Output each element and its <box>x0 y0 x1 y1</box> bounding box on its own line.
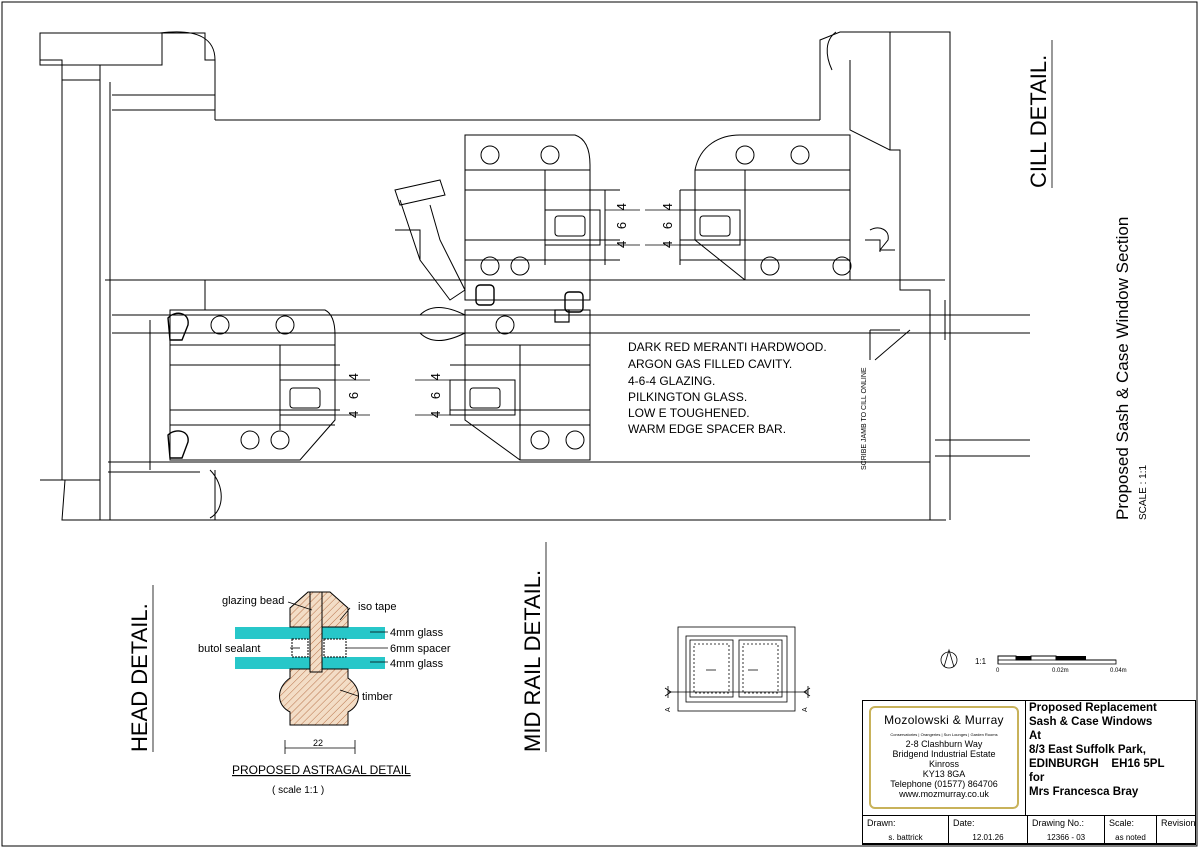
date-label: Date: <box>953 818 975 828</box>
spec-note: WARM EDGE SPACER BAR. <box>628 422 786 436</box>
scale-tick-0: 0 <box>996 668 1000 674</box>
label-glass-top: 4mm glass <box>390 627 444 639</box>
label-glass-bottom: 4mm glass <box>390 658 444 670</box>
glazing-dimension-marks <box>335 209 680 416</box>
scale-tick-004: 0.04m <box>1110 668 1127 674</box>
label-spacer: 6mm spacer <box>390 643 451 655</box>
key-plan <box>664 626 811 712</box>
label-iso-tape: iso tape <box>358 601 397 613</box>
drawn-cell: Drawn: s. battrick <box>862 815 949 845</box>
project-line: EDINBURGH EH16 5PL <box>1029 758 1165 770</box>
project-line: Sash & Case Windows <box>1029 716 1153 728</box>
north-arrow-icon <box>940 651 958 669</box>
timber-section <box>279 668 359 726</box>
window-section-drawing <box>39 31 1030 521</box>
company-address-1: 2-8 Clashburn Way <box>905 739 983 749</box>
company-address-3: Kinross <box>928 759 959 769</box>
project-panel: Proposed Replacement Sash & Case Windows… <box>1029 701 1194 815</box>
drawing-number-label: Drawing No.: <box>1032 818 1085 828</box>
revision-cell: Revision <box>1156 815 1196 845</box>
spec-notes: DARK RED MERANTI HARDWOOD. ARGON GAS FIL… <box>628 340 827 436</box>
company-address-4: KY13 8GA <box>922 769 966 779</box>
astragal-scale: ( scale 1:1 ) <box>272 785 324 796</box>
section-scale: SCALE : 1:1 <box>1138 465 1149 520</box>
section-marker-left: A <box>665 707 672 712</box>
spec-note: ARGON GAS FILLED CAVITY. <box>628 357 792 371</box>
drawn-label: Drawn: <box>867 818 896 828</box>
drawing-number-cell: Drawing No.: 12366 - 03 <box>1027 815 1105 845</box>
scale-bar: 1:1 0 0.02m 0.04m <box>940 648 1127 674</box>
project-line: Proposed Replacement <box>1029 702 1157 714</box>
project-line: 8/3 East Suffolk Park, <box>1029 744 1146 756</box>
company-panel: Mozolowski & Murray Conservatories | Ora… <box>863 701 1026 815</box>
mid-rail-detail-title: MID RAIL DETAIL. <box>520 570 545 752</box>
section-marker-right: A <box>802 707 809 712</box>
dim-464-upper-right: 4 6 4 <box>660 199 675 248</box>
revision-label: Revision <box>1161 818 1196 828</box>
scale-cell: Scale: as noted <box>1104 815 1157 845</box>
section-title: Proposed Sash & Case Window Section <box>1113 217 1132 520</box>
spec-note: PILKINGTON GLASS. <box>628 390 747 404</box>
spec-note: 4-6-4 GLAZING. <box>628 374 715 388</box>
date-value: 12.01.26 <box>972 833 1004 842</box>
date-cell: Date: 12.01.26 <box>948 815 1028 845</box>
company-telephone: Telephone (01577) 864706 <box>890 779 998 789</box>
scale-value: as noted <box>1115 833 1146 842</box>
glazing-dimension-labels: 4 6 4 4 6 4 4 6 4 4 6 4 <box>346 199 675 418</box>
head-detail-title: HEAD DETAIL. <box>127 603 152 752</box>
dim-464-upper-middle: 4 6 4 <box>614 199 629 248</box>
project-line: for <box>1029 772 1045 784</box>
astragal-title: PROPOSED ASTRAGAL DETAIL <box>232 763 411 777</box>
company-address-2: Bridgend Industrial Estate <box>892 749 996 759</box>
scribe-note: SCRIBE JAMB TO CILL ONLINE <box>861 367 868 470</box>
project-line: Mrs Francesca Bray <box>1029 786 1139 798</box>
label-timber: timber <box>362 691 393 703</box>
astragal-width-dim: 22 <box>313 738 323 748</box>
spec-note: LOW E TOUGHENED. <box>628 406 750 420</box>
project-line: At <box>1029 730 1042 742</box>
drawing-number-value: 12366 - 03 <box>1046 833 1086 842</box>
label-butol: butol sealant <box>198 643 260 655</box>
spec-note: DARK RED MERANTI HARDWOOD. <box>628 340 827 354</box>
company-logo <box>869 706 1019 809</box>
dim-464-lower-left: 4 6 4 <box>346 369 361 418</box>
drawn-value: s. battrick <box>888 833 923 842</box>
scale-label: Scale: <box>1109 818 1135 828</box>
label-glazing-bead: glazing bead <box>222 595 284 607</box>
astragal-core <box>309 591 323 673</box>
scale-tick-002: 0.02m <box>1052 668 1069 674</box>
cill-detail-title: CILL DETAIL. <box>1026 55 1051 188</box>
dim-464-lower-middle: 4 6 4 <box>428 369 443 418</box>
scale-ratio: 1:1 <box>975 657 987 666</box>
company-tagline: Conservatories | Orangeries | Sun Lounge… <box>890 732 998 737</box>
company-web: www.mozmurray.co.uk <box>899 789 989 799</box>
astragal-detail: glazing bead iso tape 4mm glass butol se… <box>198 591 451 796</box>
title-block: Mozolowski & Murray Conservatories | Ora… <box>862 700 1196 845</box>
company-name: Mozolowski & Murray <box>884 713 1004 727</box>
